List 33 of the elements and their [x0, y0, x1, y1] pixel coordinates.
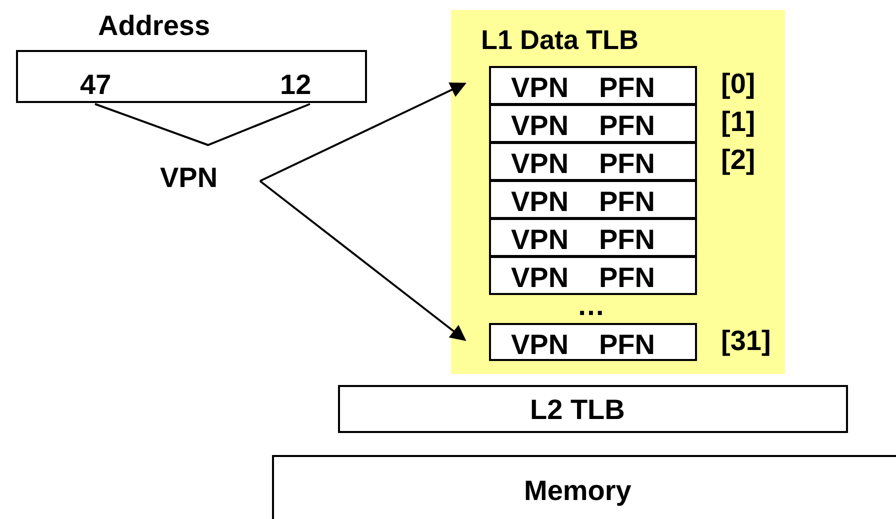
tlb-panel	[451, 10, 785, 374]
entry-field-text: VPN	[511, 74, 569, 102]
entry-index: [2]	[721, 146, 756, 174]
node-label: L1 Data TLB	[481, 27, 639, 54]
entry-field-text: VPN	[511, 150, 569, 178]
node-label: VPN	[160, 164, 218, 192]
tlb-entry-row	[489, 180, 697, 219]
entry-field-text: PFN	[599, 112, 655, 140]
arrow	[260, 82, 466, 182]
ellipsis-text: …	[577, 292, 605, 320]
entry-field-text: VPN	[511, 112, 569, 140]
node-label: Memory	[524, 477, 632, 505]
entry-field-text: PFN	[599, 74, 655, 102]
bit-number: 47	[80, 71, 112, 99]
entry-index: [31]	[721, 327, 771, 355]
entry-field-text: PFN	[599, 331, 655, 359]
entry-field-text: PFN	[599, 226, 655, 254]
tlb-box	[338, 385, 848, 433]
entry-field-text: VPN	[511, 188, 569, 216]
entry-field-text: PFN	[599, 150, 655, 178]
tlb-entry-row	[489, 218, 697, 257]
entry-index: [1]	[721, 108, 756, 136]
entry-field-text: PFN	[599, 264, 655, 292]
entry-field-text: VPN	[511, 226, 569, 254]
entry-field-text: PFN	[599, 188, 655, 216]
node-label: L2 TLB	[530, 396, 625, 424]
arrow	[259, 180, 466, 341]
address-heading: Address	[98, 12, 210, 40]
bit-number: 12	[280, 71, 312, 99]
entry-field-text: VPN	[511, 331, 569, 359]
entry-field-text: VPN	[511, 264, 569, 292]
tlb-entry-row	[489, 256, 697, 295]
entry-index: [0]	[721, 70, 756, 98]
